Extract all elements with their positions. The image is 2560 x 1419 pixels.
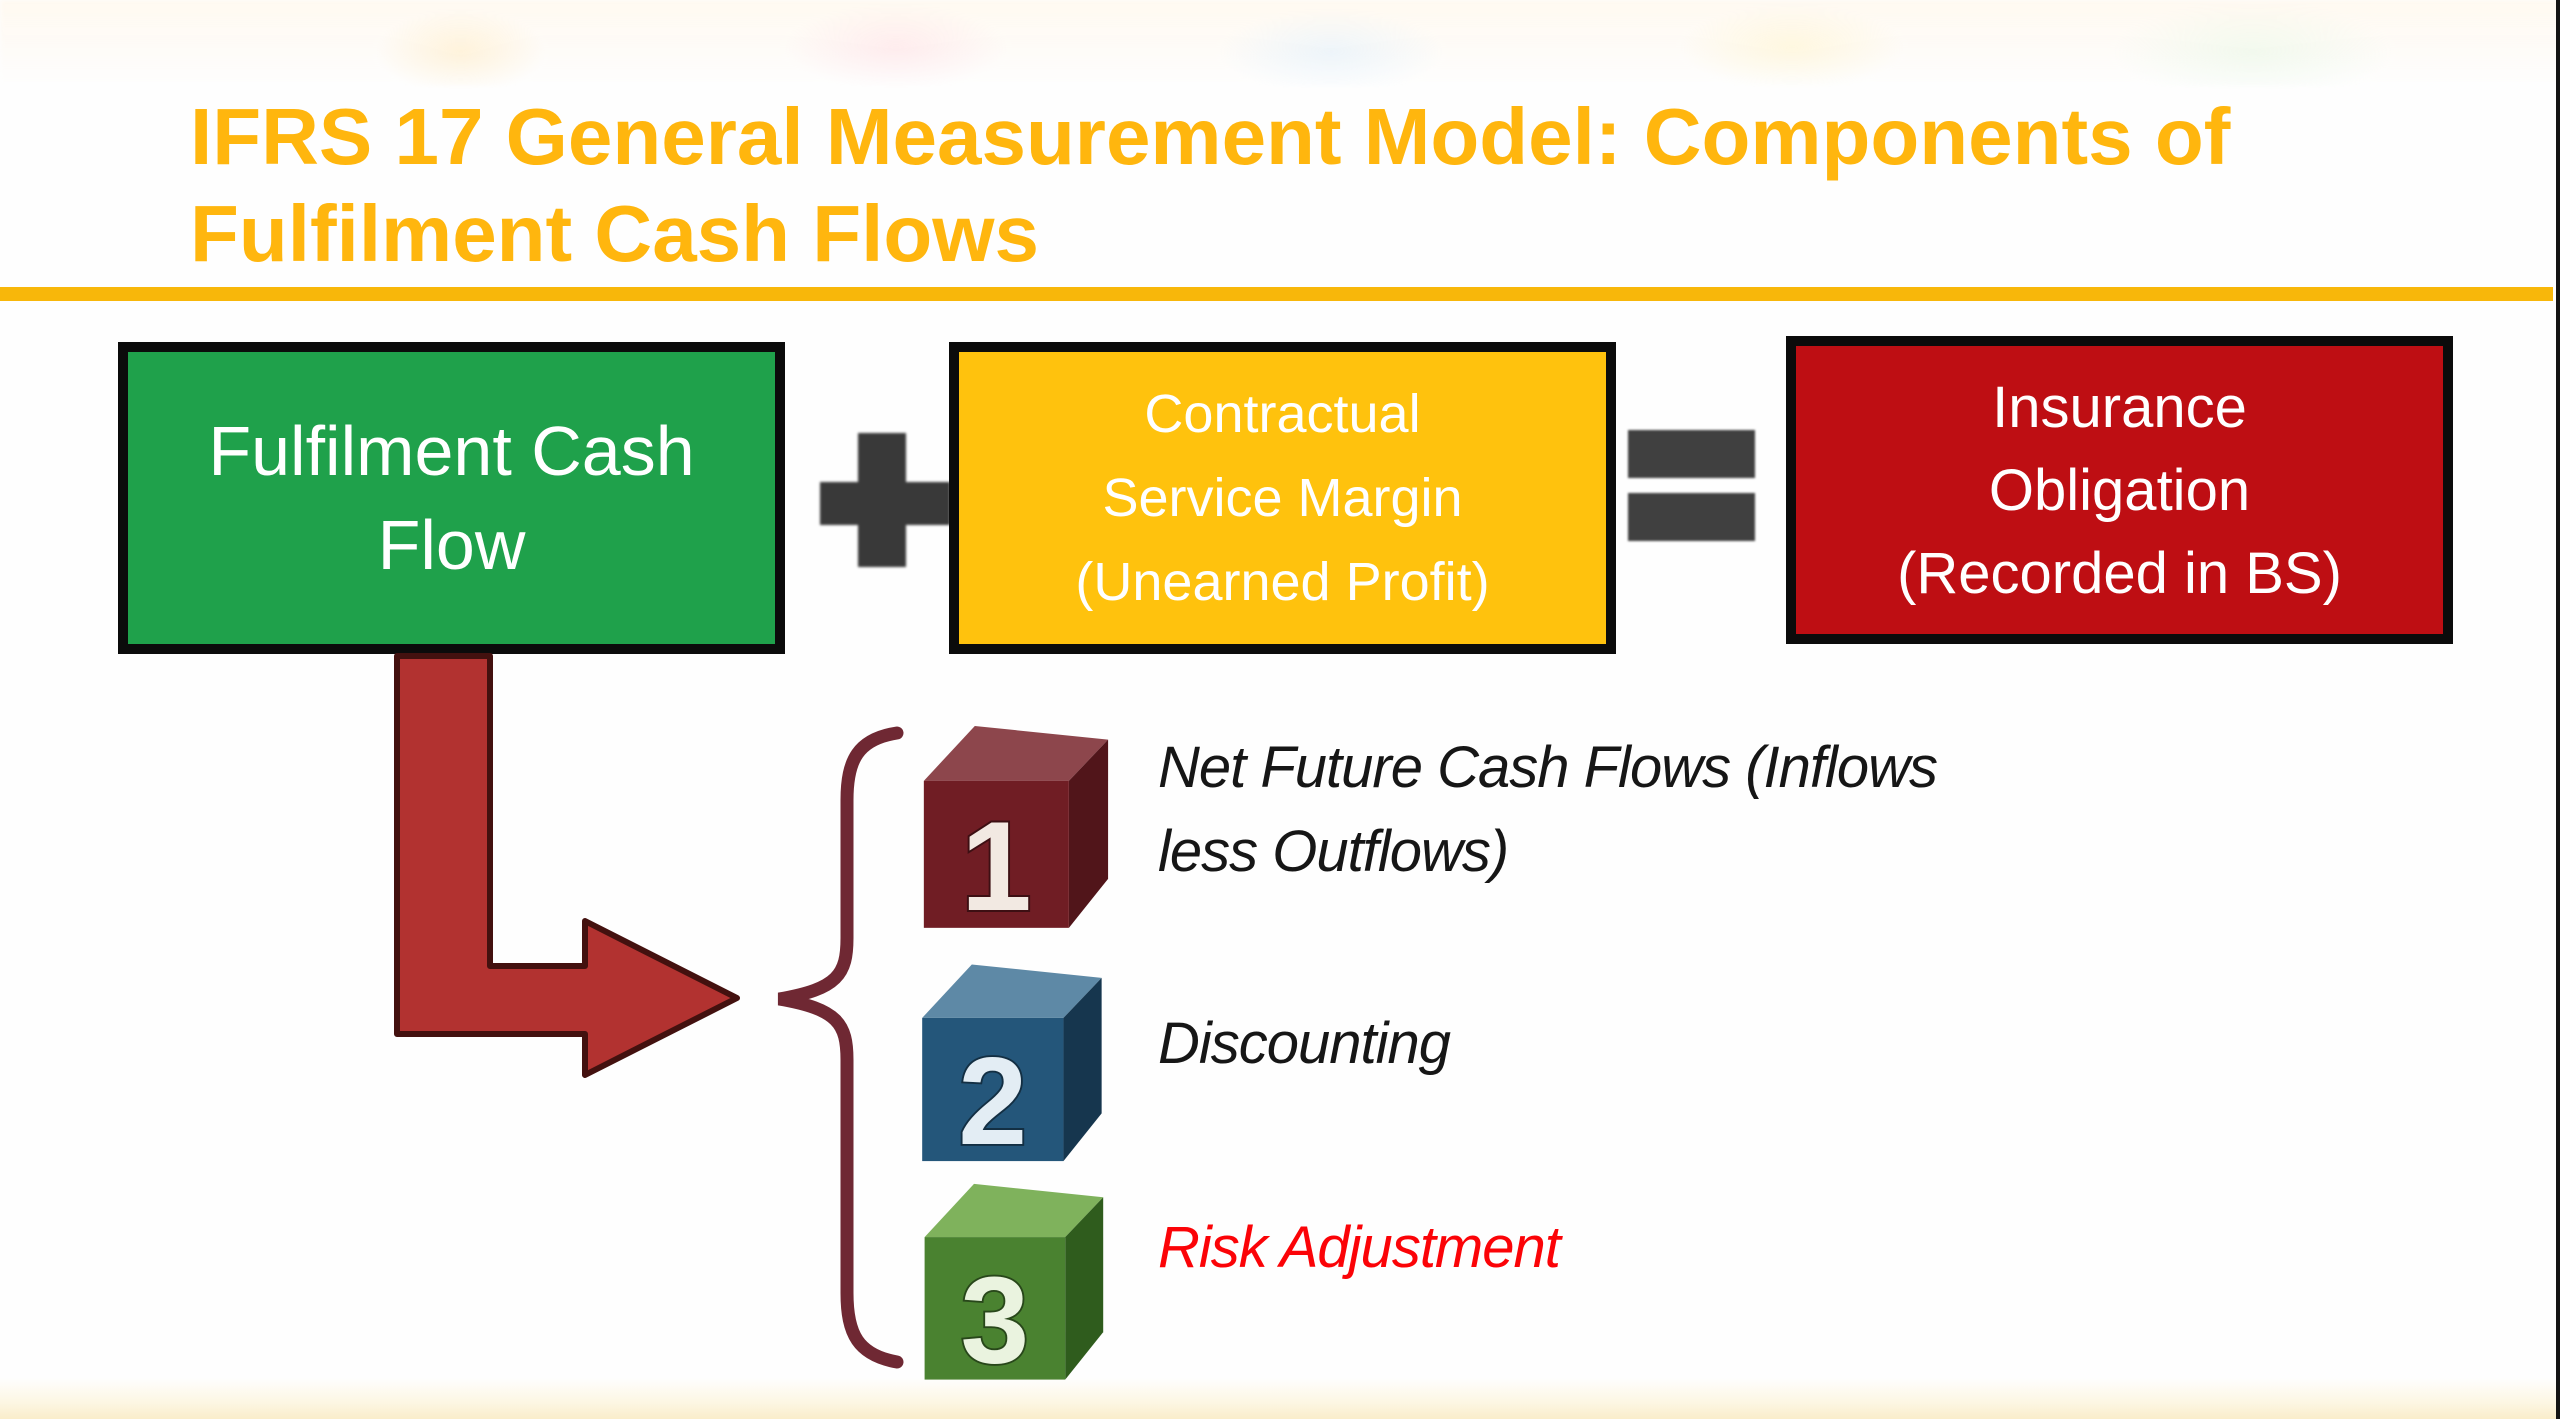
obligation-box-line-1: Insurance — [1992, 374, 2247, 440]
component-1-label: Net Future Cash Flows (Inflows less Outf… — [1158, 726, 1938, 894]
fulfilment-box-line-2: Flow — [377, 506, 526, 584]
cube-1-icon: 1 — [923, 725, 1109, 932]
right-border-line — [2556, 0, 2560, 1419]
page-title-line-2: Fulfilment Cash Flows — [190, 189, 1039, 278]
plus-icon-horizontal-bar — [820, 482, 950, 525]
csm-box-line-1: Contractual — [1144, 384, 1421, 444]
component-1-label-line-1: Net Future Cash Flows (Inflows — [1158, 735, 1938, 800]
equals-icon-bottom-bar — [1628, 493, 1755, 541]
cube-2-front-face — [922, 1017, 1064, 1162]
equals-icon-top-bar — [1628, 430, 1755, 478]
cube-3-front-face — [924, 1237, 1066, 1380]
page-title: IFRS 17 General Measurement Model: Compo… — [190, 88, 2360, 282]
cube-3-top-face — [924, 1183, 1104, 1238]
component-2-label: Discounting — [1158, 1011, 1451, 1076]
title-divider — [0, 287, 2553, 301]
cube-2-number: 2 — [958, 1033, 1027, 1163]
cube-2-icon: 2 — [922, 964, 1102, 1163]
cube-1-side-face — [1068, 739, 1109, 928]
cube-1-front-face — [923, 780, 1069, 928]
csm-box-line-2: Service Margin — [1102, 468, 1463, 528]
cube-3-side-face — [1065, 1197, 1104, 1380]
curly-brace-icon — [777, 726, 904, 1369]
fulfilment-box-line-1: Fulfilment Cash — [208, 412, 695, 490]
component-1-label-line-2: less Outflows) — [1158, 819, 1509, 884]
elbow-arrow-shape — [394, 653, 740, 1078]
cube-2-side-face — [1063, 977, 1102, 1162]
cube-3-icon: 3 — [924, 1183, 1104, 1383]
fulfilment-cash-flow-box: Fulfilment Cash Flow — [118, 342, 785, 654]
contractual-service-margin-box: Contractual Service Margin (Unearned Pro… — [949, 342, 1616, 654]
cube-1-number: 1 — [961, 795, 1032, 932]
obligation-box-line-2: Obligation — [1988, 457, 2251, 523]
page-title-line-1: IFRS 17 General Measurement Model: Compo… — [190, 92, 2231, 181]
top-decorative-band — [0, 0, 2560, 86]
curly-brace-path — [777, 726, 904, 1369]
cube-3-number: 3 — [961, 1252, 1030, 1383]
cube-2-top-face — [922, 964, 1102, 1018]
cube-1-top-face — [923, 725, 1109, 781]
bottom-decorative-band — [0, 1378, 2560, 1419]
obligation-box-line-3: (Recorded in BS) — [1897, 540, 2342, 606]
insurance-obligation-box: Insurance Obligation (Recorded in BS) — [1786, 336, 2453, 644]
equals-icon — [1628, 430, 1755, 541]
elbow-arrow-icon — [394, 653, 740, 1078]
csm-box-line-3: (Unearned Profit) — [1075, 552, 1490, 612]
plus-icon — [820, 433, 950, 567]
component-3-label: Risk Adjustment — [1158, 1215, 1561, 1280]
